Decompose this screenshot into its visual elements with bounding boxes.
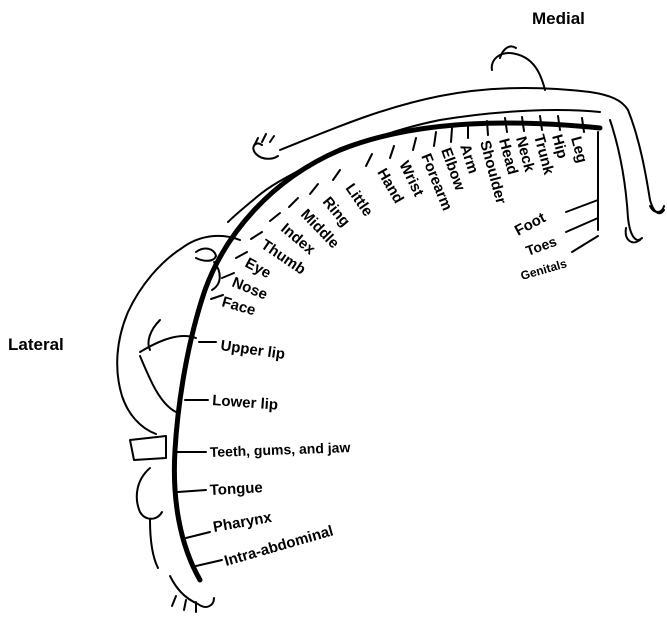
label-teeth: Teeth, gums, and jaw	[210, 439, 351, 460]
lateral-label: Lateral	[8, 335, 64, 354]
label-foot: Foot	[512, 209, 549, 239]
leg-outline	[628, 110, 664, 213]
label-tongue: Tongue	[209, 479, 263, 499]
label-upper-lip: Upper lip	[219, 337, 286, 363]
pharynx-outline	[150, 520, 158, 568]
label-genitals: Genitals	[519, 256, 569, 283]
label-pharynx: Pharynx	[212, 509, 274, 536]
medial-label: Medial	[532, 9, 585, 28]
tongue-outline	[137, 468, 162, 519]
jaw-outline	[130, 436, 166, 460]
label-lower-lip: Lower lip	[212, 392, 279, 414]
lower-lip-outline	[140, 356, 176, 412]
eye-outline	[196, 249, 216, 261]
label-leg: Leg	[567, 135, 590, 165]
intra-abdominal-outline	[170, 576, 214, 607]
hand-outline	[253, 143, 278, 158]
label-toes: Toes	[524, 233, 559, 259]
